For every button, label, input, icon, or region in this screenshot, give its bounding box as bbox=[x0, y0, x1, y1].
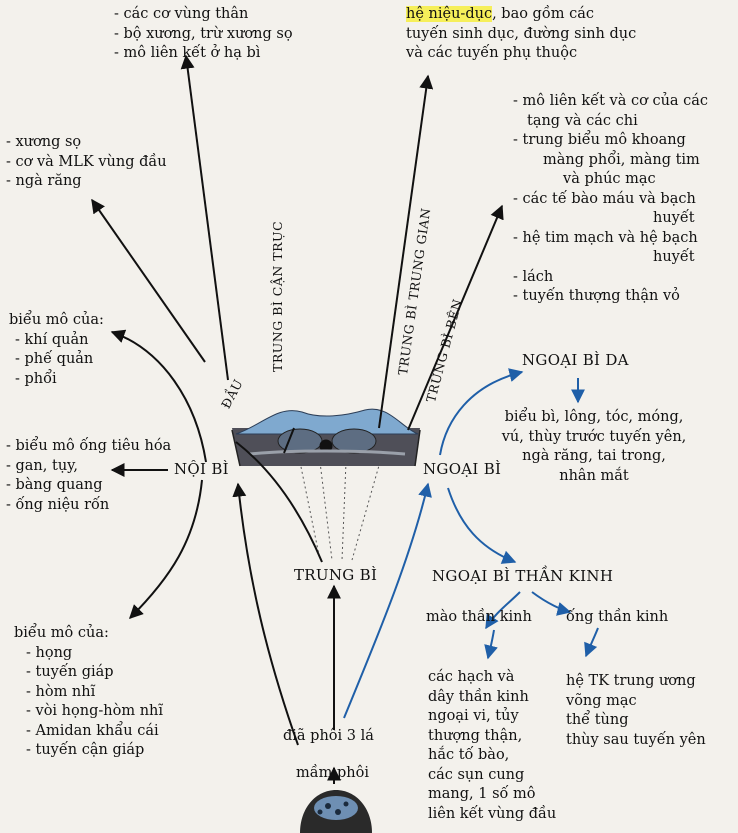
embryo-cross-section-image bbox=[231, 408, 421, 467]
block-line: biểu mô của: bbox=[14, 625, 109, 641]
block-line: ngoại vi, tủy bbox=[428, 708, 519, 724]
arrow-noi-bi-ho-hap bbox=[110, 329, 207, 463]
blue-arrows bbox=[343, 368, 599, 719]
node-ngoai-bi-da: NGOẠI BÌ DA bbox=[522, 351, 629, 369]
arrow-embryo-to-can-truc bbox=[283, 427, 295, 454]
node-noi-bi: NỘI BÌ bbox=[174, 460, 229, 478]
node-ngoai-bi: NGOẠI BÌ bbox=[423, 460, 502, 478]
block-line: võng mạc bbox=[566, 692, 637, 709]
node-mao-than-kinh: mào thần kinh bbox=[426, 609, 532, 625]
block-line: thể tùng bbox=[566, 712, 629, 728]
block-line: hệ niệu-dục, bao gồm các bbox=[406, 5, 636, 25]
block-line: - mô liên kết và cơ của các bbox=[513, 93, 709, 109]
highlight-he-nieu-duc: hệ niệu-dục bbox=[406, 6, 493, 22]
black-arrows bbox=[91, 54, 504, 784]
block-line: - gan, tụy, bbox=[6, 457, 79, 474]
arrow-ben bbox=[407, 204, 504, 431]
block-line-rest: , bao gồm các bbox=[492, 6, 594, 22]
arrow-ngoai-bi-to-than-kinh bbox=[447, 487, 517, 564]
block-line: - mô liên kết ở hạ bì bbox=[114, 45, 261, 61]
block-noi-bi-ho-hap: biểu mô của: - khí quản - phế quản - phổ… bbox=[9, 311, 104, 389]
block-line: các sụn cung bbox=[428, 766, 525, 783]
block-line: - hòm nhĩ bbox=[26, 683, 96, 700]
block-line: hệ TK trung ương bbox=[566, 673, 696, 689]
arrow-dau bbox=[91, 198, 206, 363]
block-line: - Amidan khẩu cái bbox=[26, 722, 159, 739]
block-line: - các tế bào máu và bạch bbox=[513, 190, 696, 207]
block-line: - lách bbox=[513, 268, 554, 285]
node-dia-phoi-3-la: điã phôi 3 lá bbox=[283, 728, 374, 744]
arrow-trung-gian bbox=[378, 74, 434, 429]
block-line: - biểu mô ống tiêu hóa bbox=[6, 438, 172, 454]
label-trung-bi-can-truc: TRUNG BÌ CẬN TRỤC bbox=[270, 220, 285, 372]
node-ngoai-bi-than-kinh: NGOẠI BÌ THẦN KINH bbox=[432, 567, 614, 585]
block-noi-bi-hau: biểu mô của: - họng - tuyến giáp - hòm n… bbox=[14, 624, 163, 761]
block-trung-bi-trung-gian: hệ niệu-dục, bao gồm các tuyến sinh dục,… bbox=[406, 5, 636, 64]
block-line: tuyến sinh dục, đường sinh dục bbox=[406, 25, 637, 42]
block-line: - tuyến thượng thận vỏ bbox=[513, 288, 680, 304]
block-ong-than-kinh: hệ TK trung ương võng mạc thể tùng thùy … bbox=[566, 672, 706, 750]
block-line: thượng thận, bbox=[428, 727, 523, 744]
block-line: - vòi họng-hòm nhĩ bbox=[26, 703, 164, 719]
block-line: mang, 1 số mô bbox=[428, 786, 536, 802]
block-line: - họng bbox=[26, 644, 73, 661]
block-line: - bàng quang bbox=[6, 477, 103, 493]
arrow-to-ong bbox=[531, 591, 572, 616]
block-line: - tuyến giáp bbox=[26, 664, 114, 680]
germ-disc-image bbox=[300, 790, 372, 833]
arrow-ngoai-bi-to-da bbox=[439, 368, 524, 456]
block-line: - các cơ vùng thân bbox=[114, 6, 249, 22]
block-line: ngà răng, tai trong, bbox=[522, 448, 666, 464]
arrow-trung-bi-up bbox=[235, 441, 323, 563]
block-line: - xương sọ bbox=[6, 134, 82, 150]
block-line: - khí quản bbox=[15, 331, 89, 348]
arrow-dia-phoi-to-noi-bi bbox=[232, 482, 299, 746]
block-line: màng phổi, màng tim bbox=[543, 151, 700, 168]
block-trung-bi-ben: - mô liên kết và cơ của các tạng và các … bbox=[513, 92, 708, 307]
block-mao-than-kinh: các hạch và dây thần kinh ngoại vi, tủy … bbox=[428, 668, 556, 824]
block-line: - cơ và MLK vùng đầu bbox=[6, 153, 167, 170]
block-line: liên kết vùng đầu bbox=[428, 805, 557, 822]
block-line: dây thần kinh bbox=[428, 688, 529, 705]
block-line: - hệ tim mạch và hệ bạch bbox=[513, 229, 698, 246]
projection-lines bbox=[299, 461, 381, 561]
block-line: - phế quản bbox=[15, 351, 94, 367]
block-trung-bi-can-truc: - các cơ vùng thân - bộ xương, trừ xương… bbox=[114, 5, 293, 64]
node-ong-than-kinh: ống thần kinh bbox=[566, 609, 669, 625]
block-line: - trung biểu mô khoang bbox=[513, 132, 686, 148]
arrow-to-mao bbox=[485, 591, 521, 630]
block-line: - bộ xương, trừ xương sọ bbox=[114, 25, 293, 42]
block-line: - tuyến cận giáp bbox=[26, 742, 145, 758]
arrow-ong-down bbox=[584, 627, 599, 658]
node-trung-bi: TRUNG BÌ bbox=[294, 566, 378, 584]
block-line: biểu mô của: bbox=[9, 312, 104, 328]
block-line: vú, thùy trước tuyến yên, bbox=[501, 428, 687, 445]
block-line: và phúc mạc bbox=[563, 171, 656, 187]
block-line: huyết bbox=[653, 249, 695, 265]
block-line: - phổi bbox=[15, 370, 57, 387]
arrow-dia-phoi-to-ngoai-bi bbox=[343, 482, 432, 719]
block-line: các hạch và bbox=[428, 669, 515, 685]
block-line: nhân mắt bbox=[559, 467, 629, 484]
arrow-can-truc bbox=[180, 54, 229, 381]
node-mam-phoi: mầm phôi bbox=[296, 765, 369, 781]
arrow-noi-bi-hau bbox=[129, 479, 203, 619]
block-line: - ngà răng bbox=[6, 173, 82, 189]
block-noi-bi-tieu-hoa: - biểu mô ống tiêu hóa - gan, tụy, - bàn… bbox=[6, 437, 171, 515]
block-line: hắc tố bào, bbox=[428, 747, 510, 763]
block-line: thùy sau tuyến yên bbox=[566, 731, 706, 748]
block-dau: - xương sọ - cơ và MLK vùng đầu - ngà ră… bbox=[6, 133, 167, 192]
block-ngoai-bi-da: biểu bì, lông, tóc, móng, vú, thùy trước… bbox=[494, 408, 694, 486]
block-line: biểu bì, lông, tóc, móng, bbox=[504, 409, 684, 425]
block-line: huyết bbox=[653, 210, 695, 226]
arrow-mao-down bbox=[484, 629, 498, 660]
block-line: tạng và các chi bbox=[527, 112, 638, 129]
block-line: và các tuyến phụ thuộc bbox=[406, 45, 578, 61]
block-line: - ống niệu rốn bbox=[6, 496, 110, 513]
